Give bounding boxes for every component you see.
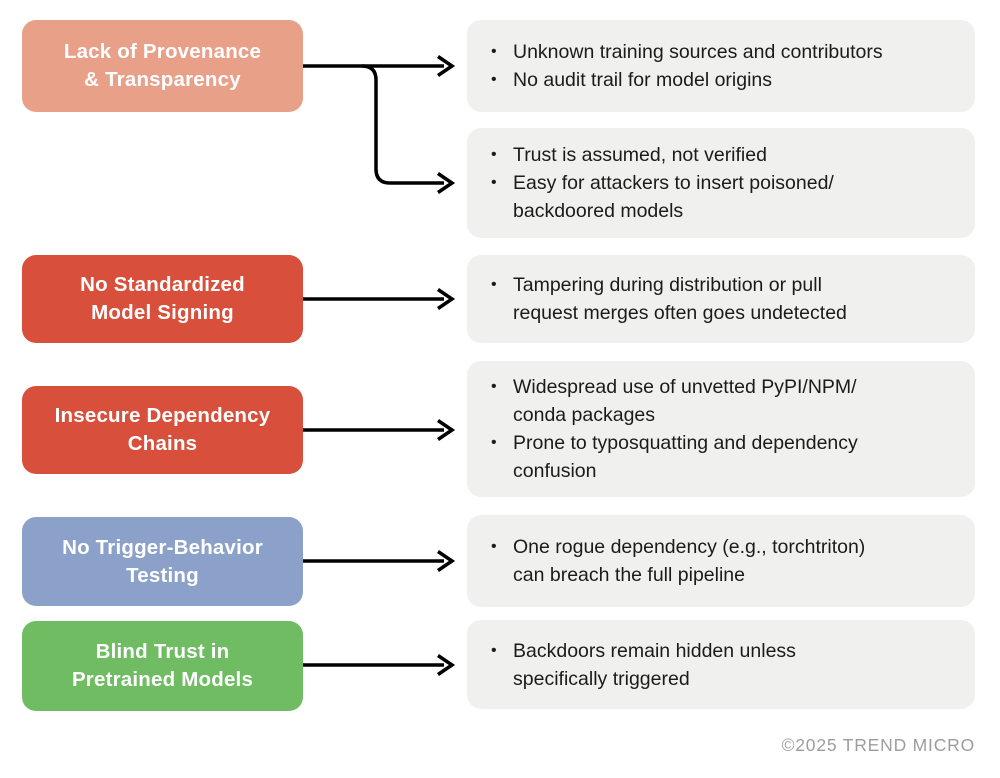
arrowhead-6 xyxy=(437,654,456,676)
bullet-text: Easy for attackers to insert poisoned/ b… xyxy=(513,172,834,222)
arrowhead-5 xyxy=(437,550,456,572)
bullet-item: • Widespread use of unvetted PyPI/NPM/ c… xyxy=(491,373,949,429)
arrowhead-2 xyxy=(437,172,456,194)
bullet-item: • Trust is assumed, not verified xyxy=(491,141,949,169)
bullet-text: Widespread use of unvetted PyPI/NPM/ con… xyxy=(513,376,857,426)
bullet-text: No audit trail for model origins xyxy=(513,69,773,91)
effect-box-trust-assumed: • Trust is assumed, not verified • Easy … xyxy=(467,128,975,238)
cause-box-blind-trust-pretrained-models: Blind Trust in Pretrained Models xyxy=(22,621,303,711)
cause-box-insecure-dependency-chains: Insecure Dependency Chains xyxy=(22,386,303,474)
bullet-text: Trust is assumed, not verified xyxy=(513,144,767,166)
cause-box-no-standardized-model-signing: No Standardized Model Signing xyxy=(22,255,303,343)
bullet-icon: • xyxy=(491,71,497,88)
cause-label: Insecure Dependency Chains xyxy=(54,404,271,455)
effect-box-tampering: • Tampering during distribution or pull … xyxy=(467,255,975,343)
bullet-icon: • xyxy=(491,43,497,60)
effect-box-rogue-dependency: • One rogue dependency (e.g., torchtrito… xyxy=(467,515,975,607)
bullet-text: One rogue dependency (e.g., torchtriton)… xyxy=(513,536,866,586)
arrow-provenance-to-trust-assumed xyxy=(361,64,444,185)
effect-box-backdoors-hidden: • Backdoors remain hidden unless specifi… xyxy=(467,620,975,709)
effect-box-unknown-sources: • Unknown training sources and contribut… xyxy=(467,20,975,112)
cause-label: Lack of Provenance & Transparency xyxy=(63,40,262,91)
bullet-icon: • xyxy=(491,538,497,555)
bullet-text: Backdoors remain hidden unless specifica… xyxy=(513,639,796,690)
arrowhead-3 xyxy=(437,288,456,310)
bullet-icon: • xyxy=(491,276,497,293)
cause-box-lack-of-provenance: Lack of Provenance & Transparency xyxy=(22,20,303,112)
bullet-icon: • xyxy=(491,434,497,451)
bullet-icon: • xyxy=(491,146,497,163)
cause-box-no-trigger-behavior-testing: No Trigger-Behavior Testing xyxy=(22,517,303,606)
bullet-text: Prone to typosquatting and dependency co… xyxy=(513,432,858,482)
bullet-icon: • xyxy=(491,174,497,191)
cause-label: No Standardized Model Signing xyxy=(80,273,245,324)
bullet-item: • No audit trail for model origins xyxy=(491,66,949,94)
bullet-icon: • xyxy=(491,378,497,395)
bullet-icon: • xyxy=(491,641,497,659)
arrowhead-1 xyxy=(437,55,456,77)
bullet-item: • Tampering during distribution or pull … xyxy=(491,271,949,327)
bullet-item: • Unknown training sources and contribut… xyxy=(491,38,949,66)
bullet-item: • Easy for attackers to insert poisoned/… xyxy=(491,169,949,225)
cause-label: No Trigger-Behavior Testing xyxy=(62,535,263,587)
copyright-credit: ©2025 TREND MICRO xyxy=(781,735,975,755)
bullet-item: • Backdoors remain hidden unless specifi… xyxy=(491,637,949,693)
cause-label: Blind Trust in Pretrained Models xyxy=(71,640,254,691)
arrowhead-4 xyxy=(437,419,456,441)
bullet-item: • One rogue dependency (e.g., torchtrito… xyxy=(491,533,949,589)
effect-box-unvetted-packages: • Widespread use of unvetted PyPI/NPM/ c… xyxy=(467,361,975,497)
bullet-text: Unknown training sources and contributor… xyxy=(513,41,883,63)
bullet-text: Tampering during distribution or pull re… xyxy=(513,274,847,324)
bullet-item: • Prone to typosquatting and dependency … xyxy=(491,429,949,485)
